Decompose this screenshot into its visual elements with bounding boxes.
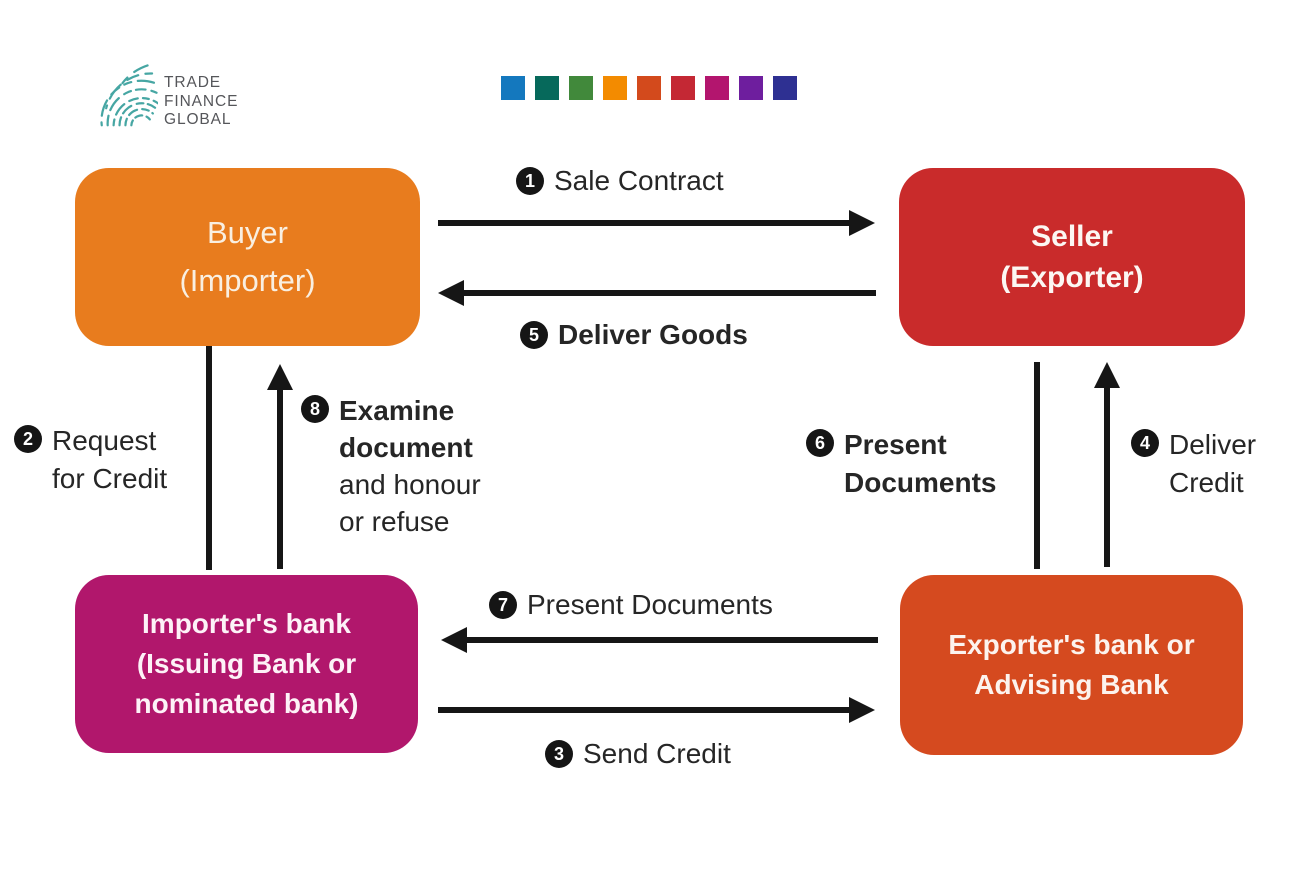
- line-request-for-credit: [206, 346, 212, 570]
- step-text-or-refuse: or refuse: [339, 506, 450, 537]
- node-exporter-bank: Exporter's bank or Advising Bank: [900, 575, 1243, 755]
- step-number-badge-4: 4: [1131, 429, 1159, 457]
- step-label-request-for-credit: 2 Request for Credit: [14, 422, 167, 498]
- node-buyer-title: Buyer: [207, 215, 288, 250]
- step-number-badge-6: 6: [806, 429, 834, 457]
- step-text-sale-contract: Sale Contract: [554, 165, 724, 196]
- node-importer-bank-title: Importer's bank: [142, 608, 351, 639]
- node-seller-title: Seller: [1031, 220, 1113, 253]
- step-number-badge-7: 7: [489, 591, 517, 619]
- node-exporter-bank-title: Exporter's bank or: [948, 629, 1195, 660]
- brand-color-strip: [501, 76, 797, 100]
- step-number-badge-2: 2: [14, 425, 42, 453]
- brand-color-swatch: [535, 76, 559, 100]
- brand-color-swatch: [501, 76, 525, 100]
- logo-word-finance: FINANCE: [164, 92, 239, 110]
- arrow-deliver-credit: [1104, 387, 1110, 567]
- step-label-present-documents-banks: 7 Present Documents: [489, 588, 773, 622]
- step-number-badge-5: 5: [520, 321, 548, 349]
- logo-mark-icon: [100, 62, 158, 127]
- step-text-deliver-goods: Deliver Goods: [558, 319, 748, 350]
- node-importer-bank-subtitle1: (Issuing Bank or: [136, 648, 357, 679]
- step-text-deliver: Deliver: [1169, 429, 1257, 460]
- step-number-badge-1: 1: [516, 167, 544, 195]
- brand-color-swatch: [603, 76, 627, 100]
- arrow-sale-contract: [438, 220, 850, 226]
- line-present-documents: [1034, 362, 1040, 569]
- brand-color-swatch: [671, 76, 695, 100]
- brand-color-swatch: [773, 76, 797, 100]
- node-importer-bank-subtitle2: nominated bank): [134, 688, 359, 719]
- step-label-examine-document: 8 Examine document and honour or refuse: [301, 392, 481, 540]
- brand-color-swatch: [637, 76, 661, 100]
- step-label-present-documents-bank: 6 Present Documents: [806, 426, 996, 502]
- brand-color-swatch: [739, 76, 763, 100]
- step-number-badge-8: 8: [301, 395, 329, 423]
- step-text-for-credit: for Credit: [52, 463, 168, 494]
- step-text-present: Present: [844, 429, 947, 460]
- logo-wordmark: TRADE FINANCE GLOBAL: [164, 74, 238, 130]
- arrow-deliver-goods: [463, 290, 876, 296]
- step-text-send-credit: Send Credit: [583, 738, 731, 769]
- step-label-sale-contract: 1 Sale Contract: [516, 164, 724, 198]
- node-exporter-bank-subtitle: Advising Bank: [974, 669, 1169, 700]
- step-text-documents: Documents: [844, 467, 997, 498]
- brand-color-swatch: [569, 76, 593, 100]
- arrow-present-documents-banks: [466, 637, 878, 643]
- node-seller-subtitle: (Exporter): [1000, 261, 1144, 294]
- step-text-document: document: [339, 432, 473, 463]
- logo: TRADE FINANCE GLOBAL: [84, 50, 238, 134]
- node-importer-bank: Importer's bank (Issuing Bank or nominat…: [75, 575, 418, 753]
- node-buyer-subtitle: (Importer): [179, 263, 316, 298]
- step-label-send-credit: 3 Send Credit: [545, 737, 731, 771]
- node-seller: Seller (Exporter): [899, 168, 1245, 346]
- step-text-present-documents: Present Documents: [527, 589, 773, 620]
- step-label-deliver-credit: 4 Deliver Credit: [1131, 426, 1256, 502]
- logo-word-global: GLOBAL: [164, 111, 232, 128]
- step-text-credit: Credit: [1169, 467, 1244, 498]
- logo-word-trade: TRADE: [164, 74, 222, 91]
- step-text-request: Request: [52, 425, 157, 456]
- brand-color-swatch: [705, 76, 729, 100]
- step-number-badge-3: 3: [545, 740, 573, 768]
- node-buyer: Buyer (Importer): [75, 168, 420, 346]
- step-text-and-honour: and honour: [339, 469, 481, 500]
- arrow-examine-document: [277, 389, 283, 569]
- step-text-examine: Examine: [339, 395, 455, 426]
- step-label-deliver-goods: 5 Deliver Goods: [520, 318, 748, 352]
- arrow-send-credit: [438, 707, 850, 713]
